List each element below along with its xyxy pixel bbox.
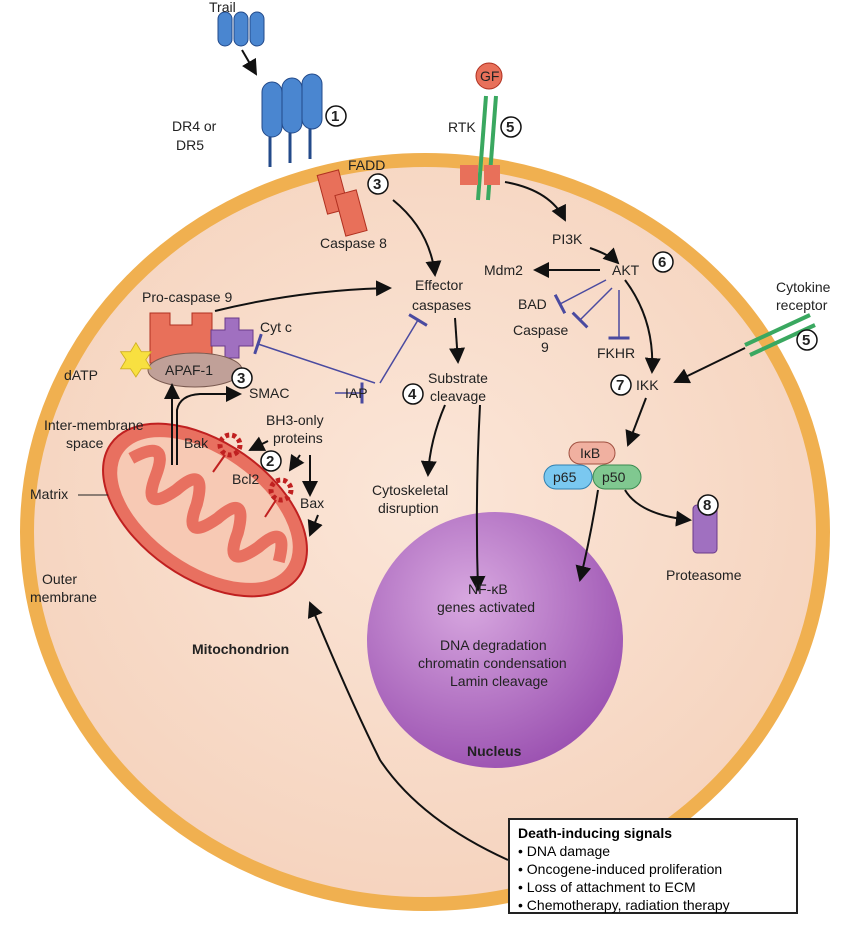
label-akt: AKT [612,262,640,278]
label-iap: IAP [345,385,368,401]
label-bax: Bax [300,495,324,511]
label-cytc: Cyt c [260,319,292,335]
label-intermembrane-2: space [66,435,104,451]
label-bcl2: Bcl2 [232,471,259,487]
label-p65: p65 [553,469,577,485]
fadd-caspase8 [316,169,368,237]
step-3-smac: 3 [237,370,245,387]
death-signal-item: • DNA damage [518,843,611,859]
label-intermembrane-1: Inter-membrane [44,417,144,433]
label-nucleus: Nucleus [467,743,522,759]
label-smac: SMAC [249,385,289,401]
nfkb-complex [543,441,642,490]
dr-receptor [261,73,323,167]
label-substrate-1: Substrate [428,370,488,386]
label-proteasome: Proteasome [666,567,742,583]
label-dr4: DR4 or [172,118,217,134]
label-effector-1: Effector [415,277,463,293]
label-dr5: DR5 [176,137,204,153]
label-bh3-1: BH3-only [266,412,324,428]
death-signal-item: • Chemotherapy, radiation therapy [518,897,730,913]
label-pi3k: PI3K [552,231,583,247]
inhibition-lines [253,279,630,404]
step-5-cytokine: 5 [802,332,810,349]
label-matrix: Matrix [30,486,68,502]
activation-arrows [164,181,746,861]
label-dna-1: DNA degradation [440,637,547,653]
label-ikb: IκB [580,445,600,461]
trail-ligand [217,11,265,47]
step-6: 6 [658,254,666,271]
death-signal-item: • Oncogene-induced proliferation [518,861,723,877]
bcl2-protein [264,477,294,518]
gf-ligand [475,62,503,90]
label-cytokine-2: receptor [776,297,828,313]
label-nfkb-2: genes activated [437,599,535,615]
step-5-rtk: 5 [506,119,514,136]
label-dna-3: Lamin cleavage [450,673,548,689]
label-fadd: FADD [348,157,385,173]
label-mdm2: Mdm2 [484,262,523,278]
label-apaf1: APAF-1 [165,362,213,378]
label-effector-2: caspases [412,297,471,313]
death-signal-item: • Loss of attachment to ECM [518,879,696,895]
label-caspase9-2: 9 [541,339,549,355]
label-p50: p50 [602,469,626,485]
step-markers [231,105,818,516]
label-ikk: IKK [636,377,659,393]
label-procaspase9: Pro-caspase 9 [142,289,232,305]
label-cyto-1: Cytoskeletal [372,482,448,498]
label-trail: Trail [209,0,236,15]
label-outer-1: Outer [42,571,77,587]
label-bh3-2: proteins [273,430,323,446]
label-caspase8: Caspase 8 [320,235,387,251]
apoptosome [119,312,254,388]
label-nfkb-1: NF-κB [468,581,508,597]
step-2: 2 [266,453,274,470]
bak-protein [212,432,243,473]
label-rtk: RTK [448,119,476,135]
label-bak: Bak [184,435,209,451]
label-outer-2: membrane [30,589,97,605]
label-cyto-2: disruption [378,500,439,516]
label-fkhr: FKHR [597,345,635,361]
label-gf: GF [480,68,499,84]
label-bad: BAD [518,296,547,312]
label-dna-2: chromatin condensation [418,655,567,671]
death-signals-box: Death-inducing signals • DNA damage • On… [508,818,798,914]
rtk-receptor [460,95,500,201]
step-3-fadd: 3 [373,176,381,193]
step-4: 4 [408,386,417,403]
label-cytokine-1: Cytokine [776,279,831,295]
step-8: 8 [703,497,711,514]
label-substrate-2: cleavage [430,388,486,404]
step-1: 1 [331,108,339,125]
death-signals-title: Death-inducing signals [518,825,673,841]
label-caspase9-1: Caspase [513,322,568,338]
label-mitochondrion: Mitochondrion [192,641,289,657]
mitochondrion [102,422,308,598]
label-datp: dATP [64,367,98,383]
step-7: 7 [616,377,624,394]
nucleus [367,512,623,768]
